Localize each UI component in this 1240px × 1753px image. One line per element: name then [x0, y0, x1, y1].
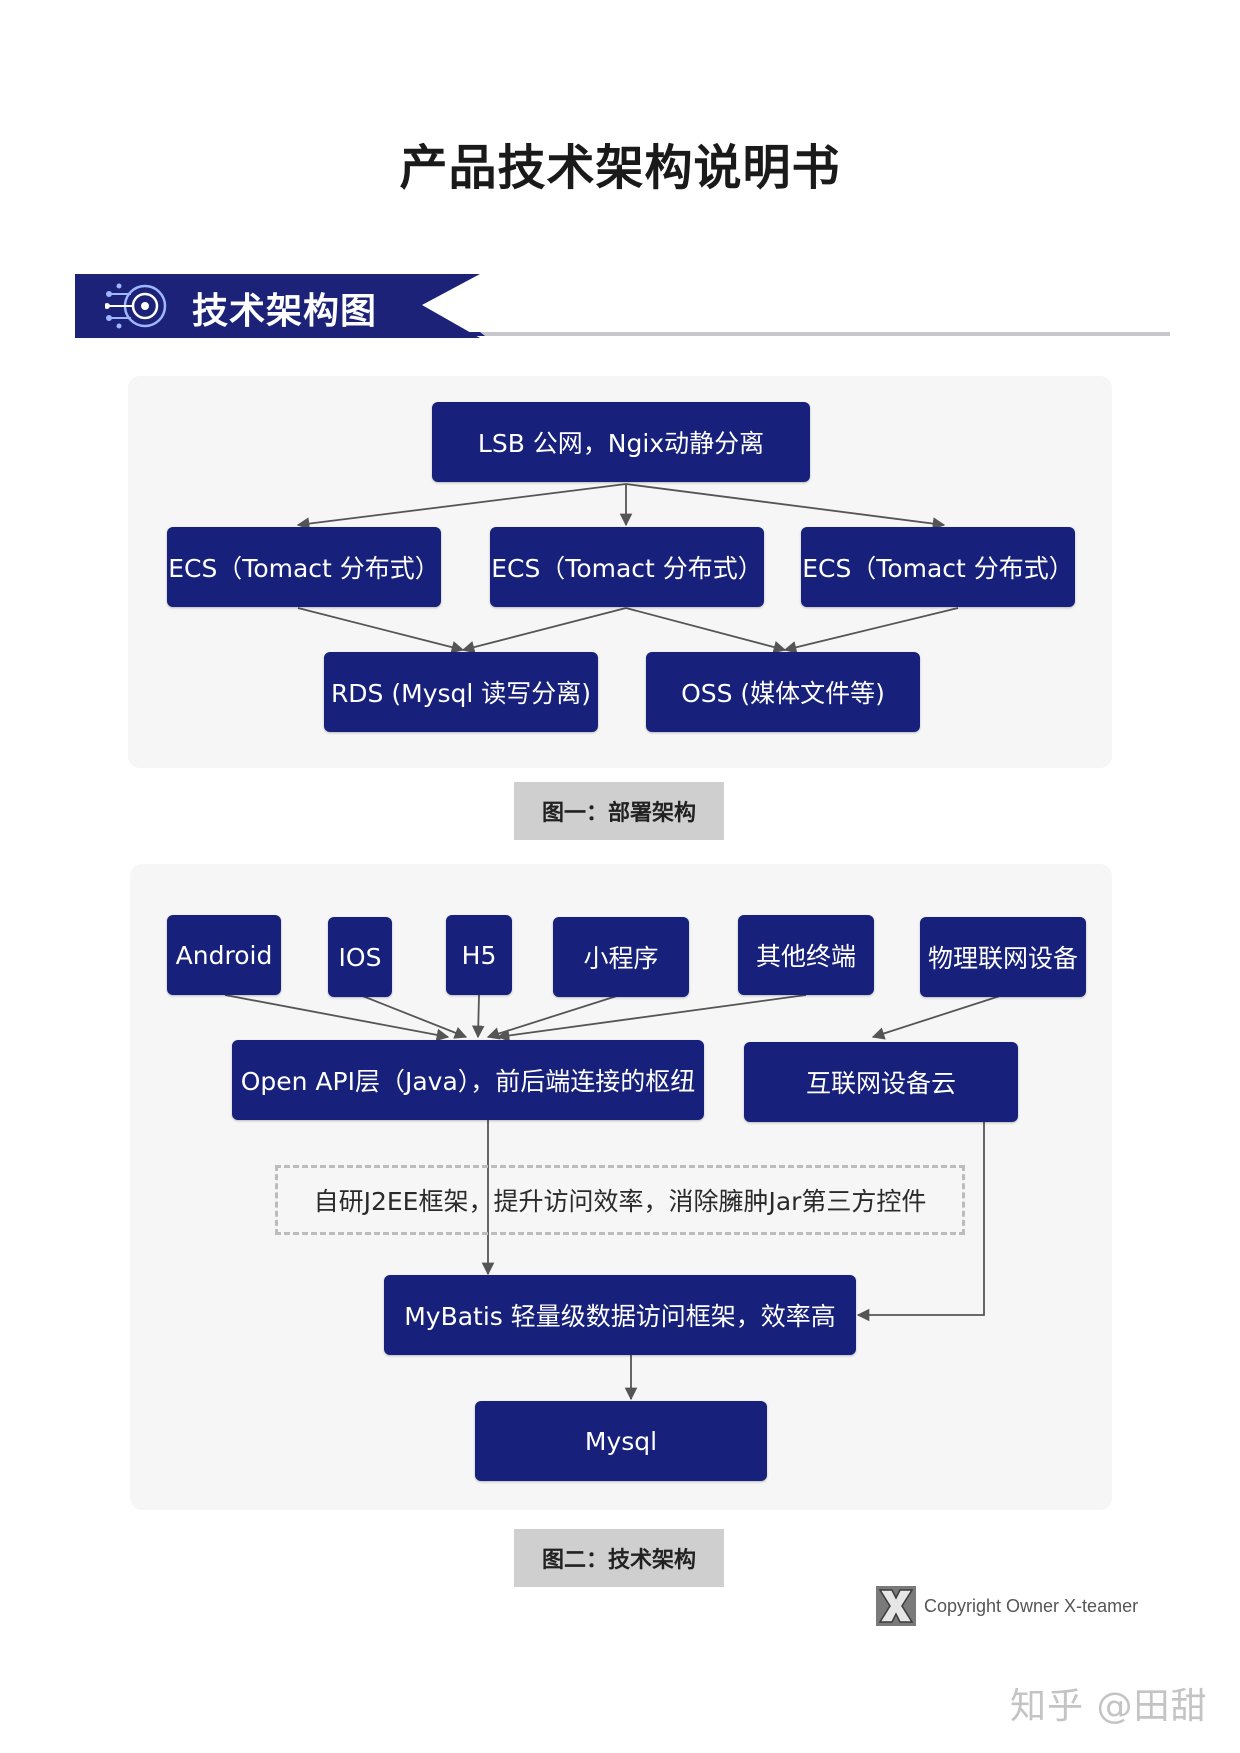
circuit-brain-icon [105, 283, 167, 329]
watermark: 知乎 @田甜 [1010, 1686, 1208, 1727]
page-title: 产品技术架构说明书 [399, 140, 841, 196]
iot-devices-node: 物理联网设备 [920, 917, 1086, 997]
copyright: Copyright Owner X-teamer [876, 1586, 1138, 1626]
ecs-node-3: ECS（Tomact 分布式） [801, 527, 1075, 607]
section-banner: 技术架构图 [75, 274, 1170, 338]
figure-2-caption: 图二：技术架构 [514, 1529, 724, 1587]
android-node: Android [167, 915, 281, 995]
open-api-node: Open API层（Java），前后端连接的枢纽 [232, 1040, 704, 1120]
iot-cloud-node: 互联网设备云 [744, 1042, 1018, 1122]
ecs-node-2: ECS（Tomact 分布式） [490, 527, 764, 607]
miniprogram-node: 小程序 [553, 917, 689, 997]
rds-node: RDS (Mysql 读写分离) [324, 652, 598, 732]
framework-note: 自研J2EE框架，提升访问效率，消除臃肿Jar第三方控件 [275, 1165, 965, 1235]
h5-node: H5 [446, 915, 512, 995]
banner-shape [75, 274, 1170, 338]
mybatis-node: MyBatis 轻量级数据访问框架，效率高 [384, 1275, 856, 1355]
ecs-node-1: ECS（Tomact 分布式） [167, 527, 441, 607]
x-teamer-logo [876, 1586, 916, 1626]
mysql-node: Mysql [475, 1401, 767, 1481]
figure-1-caption: 图一：部署架构 [514, 782, 724, 840]
oss-node: OSS (媒体文件等) [646, 652, 920, 732]
copyright-text: Copyright Owner X-teamer [924, 1595, 1139, 1616]
section-title: 技术架构图 [192, 291, 378, 332]
lsb-node: LSB 公网，Ngix动静分离 [432, 402, 810, 482]
ios-node: IOS [328, 917, 392, 997]
other-terminals-node: 其他终端 [738, 915, 874, 995]
